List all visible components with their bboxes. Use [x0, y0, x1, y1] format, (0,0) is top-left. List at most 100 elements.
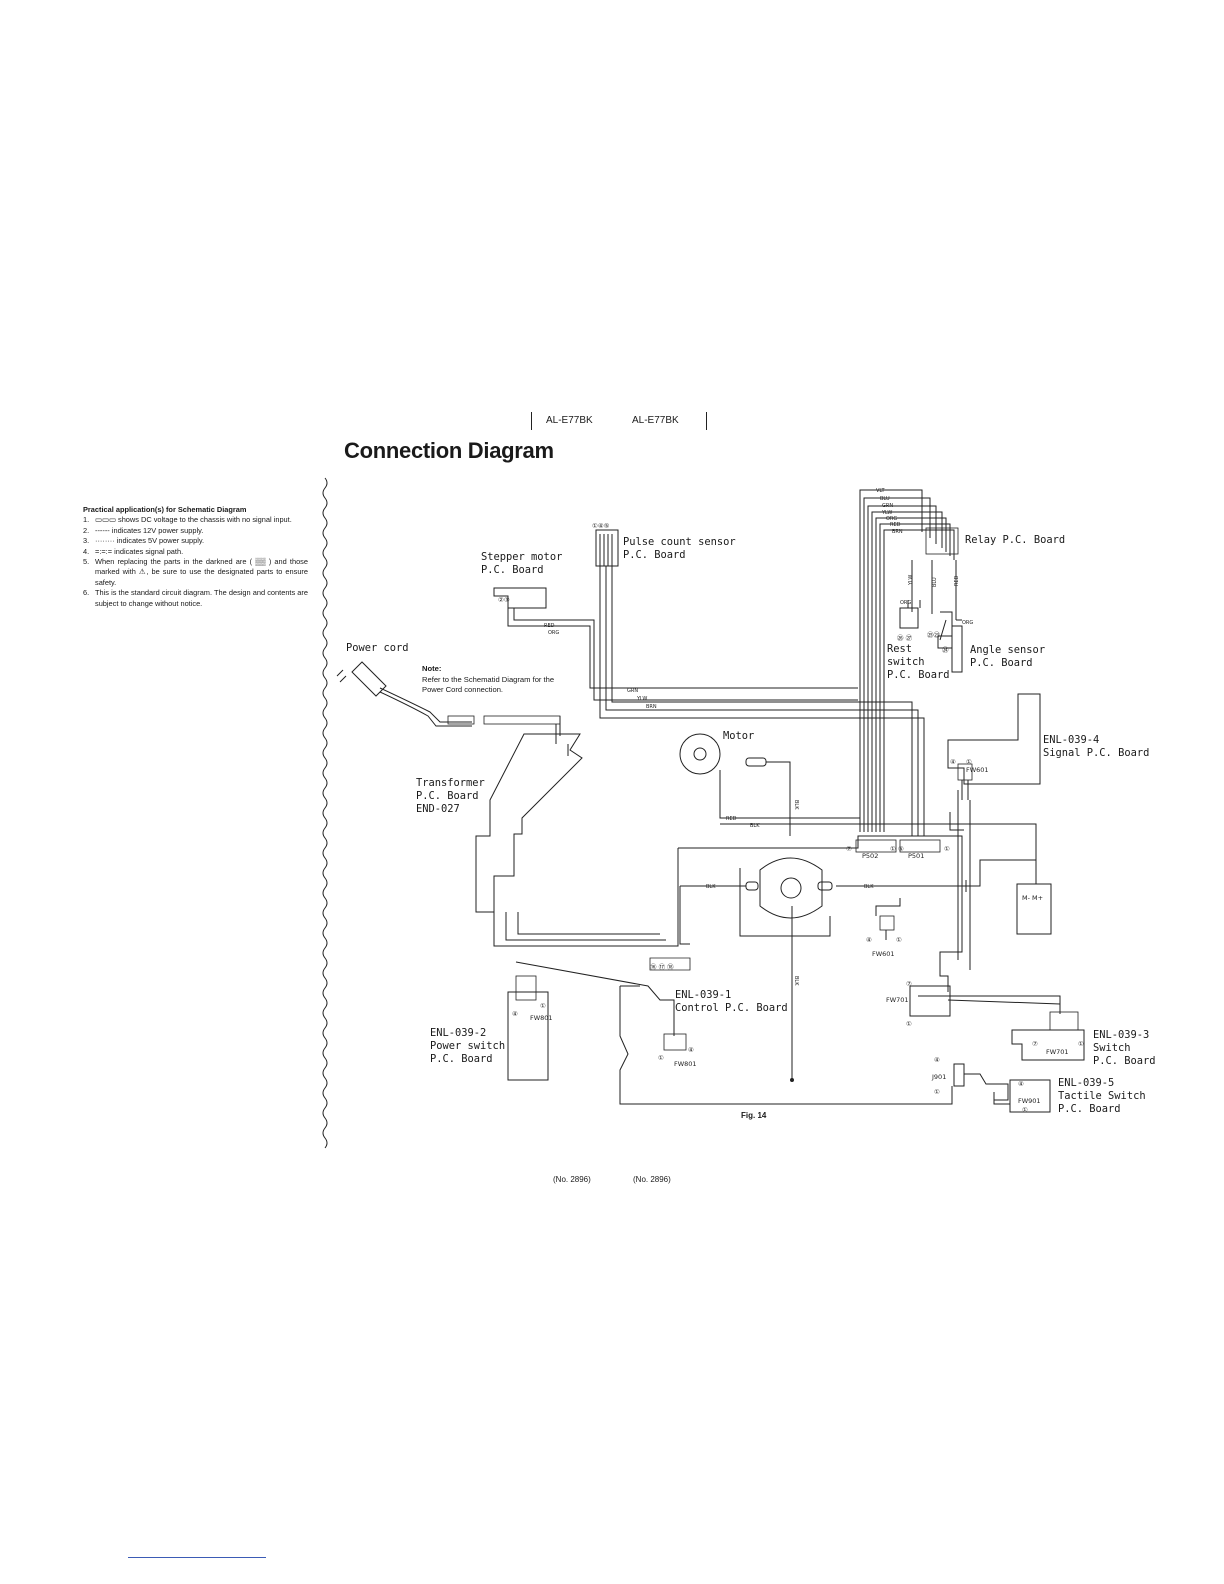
note-text: Refer to the Schematid Diagram for the P… [422, 674, 555, 695]
switch-board [1011, 1029, 1085, 1061]
relay-drop-ylw: YLW [908, 575, 914, 586]
motor-wire-red: RED [726, 816, 737, 822]
pulse-wire-grn: GRN [627, 688, 638, 694]
wire-label-brn: BRN [892, 529, 903, 535]
hub-wire-blk-right: BLK [864, 884, 874, 890]
wire-label-vlt: VLT [876, 488, 886, 494]
signal-board [947, 693, 1041, 785]
pin-1-j901: ① [934, 1088, 940, 1096]
note-item: 4.=:=:= indicates signal path. [83, 546, 184, 556]
label-pulse-sensor: Pulse count sensor P.C. Board [623, 536, 736, 561]
pin-1-switch: ① [1078, 1040, 1084, 1048]
label-angle-sensor: Angle sensor P.C. Board [970, 644, 1046, 669]
drop-wire-blk: BLK [793, 976, 799, 986]
notes-heading: Practical application(s) for Schematic D… [83, 505, 247, 514]
wire-label-red: RED [890, 522, 901, 528]
angle-pin-bottom: ㉔ [942, 646, 949, 654]
connector-fw601-lower: FW601 [872, 950, 895, 958]
pin-7-fw701: ⑦ [906, 980, 912, 988]
footer-left: (No. 2896) [553, 1175, 591, 1184]
power-cord-note: Note: Refer to the Schematid Diagram for… [422, 664, 572, 696]
motor-vert-blk: BLK [793, 800, 799, 810]
rest-wire-org: ORG [900, 600, 911, 606]
label-relay-board: Relay P.C. Board [965, 534, 1066, 546]
control-pins: ⑯ ⑰ ⑱ [650, 963, 674, 971]
hub-wire-blk-left: BLK [706, 884, 716, 890]
power-cord-wire [379, 687, 472, 727]
connector-fw701-left: FW701 [886, 996, 909, 1004]
stepper-wires [507, 608, 858, 701]
stepper-pins: ②③ [498, 596, 510, 604]
j901 [953, 1063, 965, 1087]
tactile-board [1009, 1079, 1051, 1113]
note-item: 6.This is the standard circuit diagram. … [83, 588, 308, 608]
stepper-wire-org: ORG [548, 630, 559, 636]
motor-red-wire [719, 770, 860, 819]
footer-right: (No. 2896) [633, 1175, 671, 1184]
pin-1-fw701: ① [906, 1020, 912, 1028]
note-item: 1.▭▭▭ shows DC voltage to the chassis wi… [83, 515, 292, 525]
model-left: AL-E77BK [546, 415, 593, 426]
bottom-rule [128, 1557, 266, 1558]
blk-wires [680, 859, 1036, 892]
relay-drop-wires [911, 560, 962, 641]
note-item: 3.········ indicates 5V power supply. [83, 536, 205, 546]
figure-caption: Fig. 14 [741, 1111, 767, 1120]
pin-1-fw601: ① [896, 936, 902, 944]
pulse-wire-ylw: YLW [636, 696, 647, 702]
page-title: Connection Diagram [344, 438, 554, 463]
fw601-lower [879, 915, 895, 931]
pin-1-p502: ① [890, 845, 896, 853]
pin-1-power: ① [540, 1002, 546, 1010]
transformer-wires [493, 912, 672, 947]
note-title: Note: [422, 664, 442, 673]
pin-7-p502: ⑦ [846, 845, 852, 853]
wire-label-org: ORG [886, 516, 897, 522]
connector-p502: P502 [862, 852, 878, 860]
margin-wave [322, 477, 328, 1149]
pin-1-p501: ① [944, 845, 950, 853]
pin-4-j901: ④ [934, 1056, 940, 1064]
pulse-wires [599, 566, 858, 719]
motor-wire-blk: BLK [750, 823, 760, 829]
angle-wire-org: ORG [962, 620, 973, 626]
stepper-wire-red: RED [544, 623, 555, 629]
practical-notes: Practical application(s) for Schematic D… [83, 505, 308, 609]
power-switch-board [507, 991, 549, 1081]
power-switch-wire [515, 961, 675, 1036]
motor [679, 733, 721, 775]
relay-wire-bundle [859, 489, 959, 832]
platter-hub [759, 857, 823, 919]
connector-fw801-power: FW801 [530, 1014, 553, 1022]
angle-sensor-board [940, 611, 963, 673]
transformer-board [475, 733, 583, 913]
label-tactile-switch-board: ENL-039-5 Tactile Switch P.C. Board [1058, 1077, 1146, 1115]
connector-fw701-right: FW701 [1046, 1048, 1069, 1056]
pin-4-tactile: ④ [1018, 1080, 1024, 1088]
label-motor: Motor [723, 730, 755, 742]
label-stepper-motor: Stepper motor P.C. Board [481, 551, 563, 576]
motor-terminal-box [1016, 883, 1052, 935]
pin-4-signal: ④ [950, 758, 956, 766]
label-power-switch-board: ENL-039-2 Power switch P.C. Board [430, 1027, 506, 1065]
pin-1-control: ① [658, 1054, 664, 1062]
motor-blk-wire [766, 761, 791, 836]
model-header: AL-E77BK AL-E77BK [531, 412, 707, 430]
rest-pins: ㉖ ㉗ [897, 634, 913, 642]
power-plug [351, 661, 387, 697]
wire-label-ylw: YLW [881, 510, 892, 516]
pin-5-p501: ⑤ [898, 845, 904, 853]
main-board [672, 835, 963, 992]
pin-4-power: ④ [512, 1010, 518, 1018]
connector-fw601-signal: FW601 [966, 766, 989, 774]
wire-label-grn: GRN [882, 503, 893, 509]
connector-j901: J901 [931, 1073, 946, 1081]
relay-drop-blu: BLU [932, 577, 938, 587]
pin-1-signal: ① [966, 758, 972, 766]
pin-1-tactile: ① [1022, 1106, 1028, 1114]
fw701-wires [909, 985, 1061, 1017]
label-signal-board: ENL-039-4 Signal P.C. Board [1043, 734, 1150, 759]
relay-drop-red: RED [954, 575, 960, 586]
connector-fw901: FW901 [1018, 1097, 1041, 1105]
